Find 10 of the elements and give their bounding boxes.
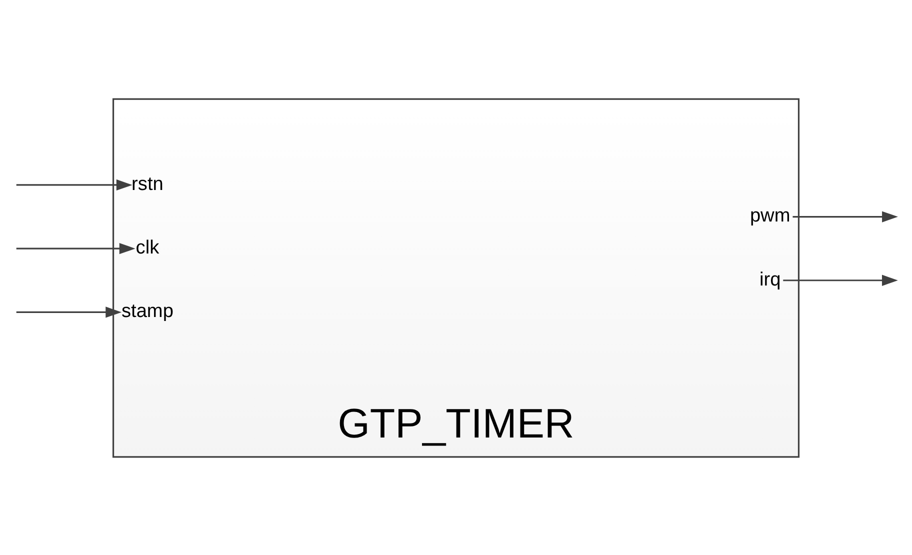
arrow [792,210,898,222]
arrow [16,306,122,318]
node-text: rstn [132,173,164,194]
arrow [783,274,898,286]
node-text: pwm [750,205,790,226]
arrow [16,178,132,190]
node-text: clk [136,237,160,258]
node-text: stamp [121,300,174,322]
node-text: irq [759,268,781,290]
arrow [16,242,136,254]
